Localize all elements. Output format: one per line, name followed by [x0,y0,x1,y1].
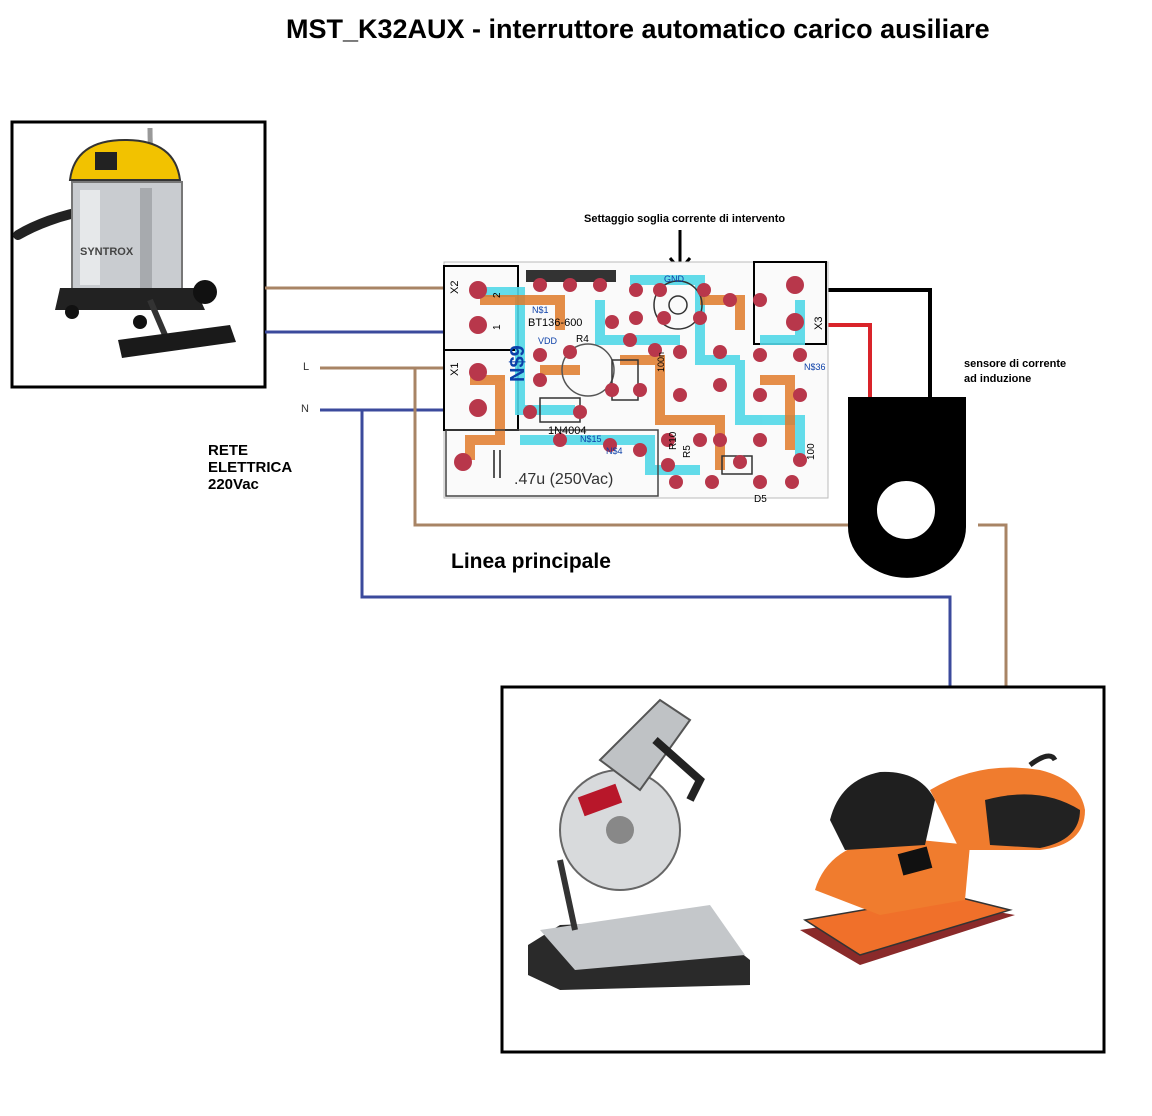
pcb-label-x3: X3 [813,317,825,330]
sensor-red-lead [826,323,872,397]
diagram-title: MST_K32AUX - interruttore automatico car… [286,14,990,44]
pcb-part-r10: R10 [668,431,679,450]
pcb-part-d5: D5 [754,494,767,505]
pcb-gnd-1: GND [664,274,685,284]
pcb-pin-2: 2 [492,292,503,298]
main-neutral-path [360,410,952,688]
terminal-n-label: N [301,403,309,415]
current-sensor [848,397,966,578]
sensor-black-lead [826,288,932,397]
threshold-label: Settaggio soglia corrente di intervento [584,213,786,225]
pcb-part-r5: R5 [682,445,693,458]
terminal-l-label: L [303,361,310,373]
main-line-label: Linea principale [451,550,611,573]
mains-label: RETE ELETTRICA 220Vac [208,442,292,493]
pcb-net-n36: N$36 [804,362,826,372]
pcb-label-x1: X1 [449,363,461,376]
pcb-part-r4: R4 [576,334,589,345]
pcb-net-n9: N$9 [507,345,529,382]
pcb-net-n15: N$15 [580,434,602,444]
pcb-board: X2 X1 X3 2 1 N$9 BT136-600 R4 VDD GND 1N… [443,261,829,505]
vacuum-cleaner-box: SYNTROX [10,120,267,389]
mains-label-line2: ELETTRICA [208,459,293,476]
vacuum-cleaner-image: SYNTROX [13,127,236,358]
pcb-vdd-1: VDD [538,336,558,346]
pcb-label-x2: X2 [449,281,461,294]
miter-saw-image [528,698,750,990]
pcb-net-n4: N$4 [606,446,623,456]
orbital-sander-image [800,753,1085,965]
pcb-net-n1: N$1 [532,305,549,315]
mains-label-line1: RETE [208,442,249,459]
pcb-part-100: 100 [806,443,817,460]
pcb-part-100n: 100n [656,352,666,372]
mains-label-line3: 220Vac [208,476,259,493]
load-tools-box [500,685,1106,1054]
sensor-label-line2: ad induzione [964,373,1032,385]
main-live-path [413,368,935,527]
sensor-label-line1: sensore di corrente [964,358,1067,370]
main-live-to-load [978,523,1008,688]
pcb-part-1n4004: 1N4004 [548,425,587,437]
pcb-capacitor-label: .47u (250Vac) [514,471,613,488]
svg-text:SYNTROX: SYNTROX [80,246,134,258]
pcb-part-bt136: BT136-600 [528,317,582,329]
pcb-pin-1: 1 [492,324,503,330]
